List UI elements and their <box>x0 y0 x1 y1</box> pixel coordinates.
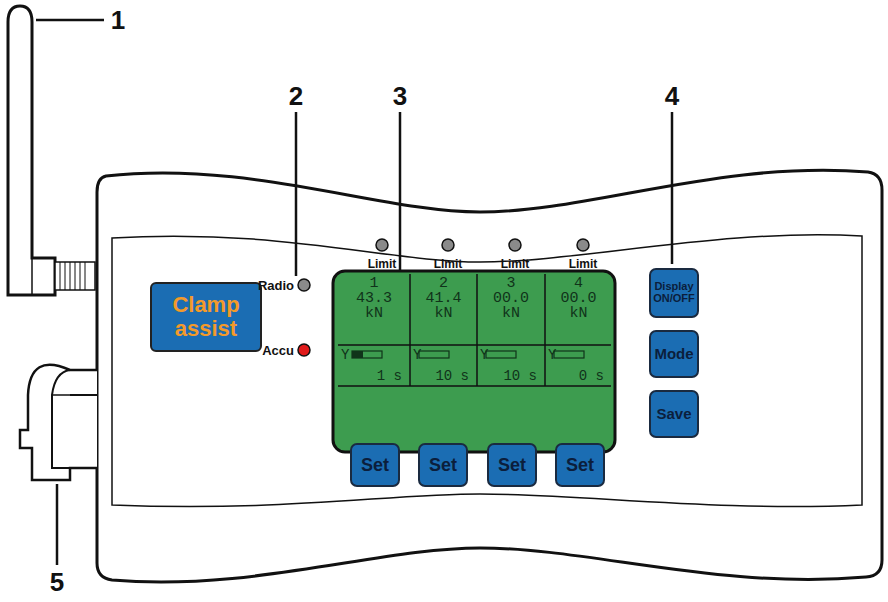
limit-leds <box>376 239 589 251</box>
lcd-text: 0 s <box>579 369 604 383</box>
lcd-text: Y <box>341 348 349 362</box>
lcd-text: 10 s <box>503 369 537 383</box>
callout-number: 1 <box>111 7 125 33</box>
lcd-text: 2 <box>439 276 448 291</box>
logo-box: Clamp assist <box>150 282 262 352</box>
callout-number: 4 <box>665 83 679 109</box>
front-panel <box>112 235 862 507</box>
button-label: Set <box>566 456 594 475</box>
time-cell: Y 1 s <box>338 346 410 386</box>
lcd-text: 41.4 <box>425 291 461 306</box>
lcd-grid <box>338 274 611 386</box>
leader-lines <box>36 20 672 565</box>
button-label: Set <box>361 456 389 475</box>
housing <box>97 170 882 582</box>
lcd-text: Y <box>413 348 421 362</box>
lcd-text: 4 <box>574 276 583 291</box>
lcd-text: 10 s <box>435 369 469 383</box>
led-label: Accu <box>262 344 294 357</box>
lcd-text: kN <box>502 306 520 321</box>
lcd-text: kN <box>434 306 452 321</box>
antenna-connector <box>55 262 95 290</box>
time-cell: Y 10 s <box>410 346 477 386</box>
lcd-text: 00.0 <box>560 291 596 306</box>
logo-text: Clamp assist <box>152 293 260 341</box>
callout-number: 5 <box>50 569 64 595</box>
lcd-text: kN <box>569 306 587 321</box>
time-cell: Y 0 s <box>545 346 612 386</box>
button-label: Save <box>656 406 691 422</box>
lcd-text: Y <box>480 348 488 362</box>
led-label: Limit <box>501 258 530 270</box>
accu-led <box>298 344 310 356</box>
antenna <box>8 6 55 295</box>
set-button: Set <box>555 443 605 487</box>
button-label: Mode <box>654 346 693 362</box>
lcd-text: 3 <box>506 276 515 291</box>
force-cell: 241.4kN <box>410 274 477 344</box>
save-button: Save <box>649 390 699 438</box>
button-label: Set <box>429 456 457 475</box>
callout-number: 2 <box>289 83 303 109</box>
lcd-text: Y <box>548 348 556 362</box>
button-label: Set <box>498 456 526 475</box>
led-label: Limit <box>368 258 397 270</box>
force-cell: 400.0kN <box>545 274 612 344</box>
lcd-text: 1 s <box>377 369 402 383</box>
set-button: Set <box>487 443 537 487</box>
lcd-text: 1 <box>369 276 378 291</box>
force-cell: 300.0kN <box>477 274 545 344</box>
mode-button: Mode <box>649 330 699 378</box>
set-button: Set <box>350 443 400 487</box>
display-button: Display ON/OFF <box>649 268 699 318</box>
led-label: Radio <box>258 279 294 292</box>
led-label: Limit <box>569 258 598 270</box>
callout-number: 3 <box>393 83 407 109</box>
time-cell: Y 10 s <box>477 346 545 386</box>
radio-led <box>298 279 310 291</box>
lcd-text: 43.3 <box>356 291 392 306</box>
lcd-text: kN <box>365 306 383 321</box>
lcd-text: 00.0 <box>493 291 529 306</box>
led-label: Limit <box>434 258 463 270</box>
set-button: Set <box>418 443 468 487</box>
force-cell: 143.3kN <box>338 274 410 344</box>
lcd-screen <box>333 271 615 452</box>
button-label: Display ON/OFF <box>651 281 697 304</box>
cable-connector <box>20 365 97 480</box>
